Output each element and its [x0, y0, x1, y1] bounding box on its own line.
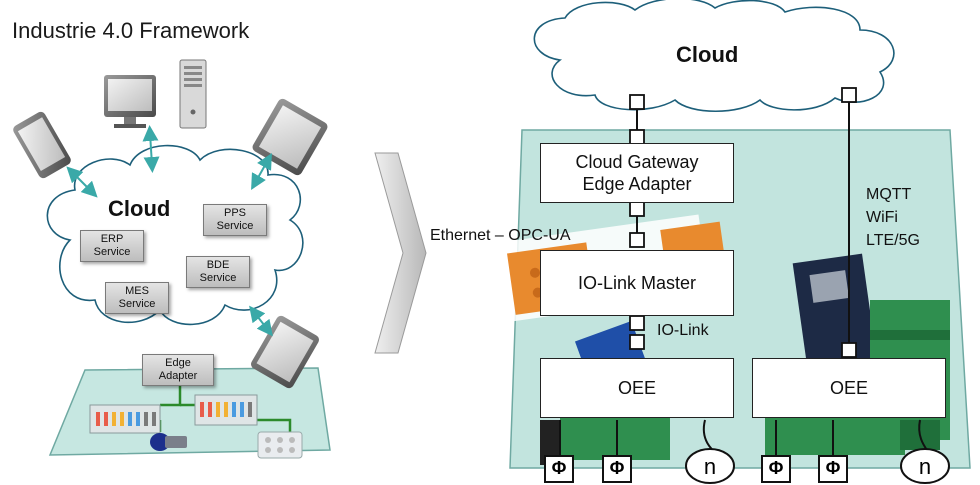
sensor-symbol-glyph: Φ: [551, 458, 567, 478]
right-cloud-label: Cloud: [676, 42, 739, 67]
counter-symbol-glyph: n: [918, 454, 932, 479]
service-name: PPS: [223, 207, 246, 219]
mqtt-label: MQTT: [866, 186, 912, 203]
service-suffix: Service: [118, 298, 156, 310]
edge-adapter-box: Edge Adapter: [142, 354, 214, 386]
server-tower-icon: [179, 59, 207, 129]
connection-arrows: [66, 125, 273, 337]
gateway-line2: Edge Adapter: [582, 174, 692, 194]
left-cloud-label: Cloud: [108, 196, 171, 221]
transition-chevron-icon: [374, 152, 427, 354]
iolink-master-label: IO-Link Master: [577, 272, 697, 293]
service-box-bde: BDE Service: [186, 256, 250, 288]
connector-module-icon: [257, 431, 303, 459]
ethernet-label: Ethernet – OPC-UA: [430, 227, 571, 244]
service-suffix: Service: [199, 272, 237, 284]
counter-symbol-icon: [900, 448, 950, 484]
sensor-symbol-glyph: Φ: [609, 458, 625, 478]
service-suffix: Service: [216, 220, 254, 232]
cloud-gateway-box: Cloud Gateway Edge Adapter: [540, 143, 734, 203]
sensor-symbol-icon: [818, 455, 848, 483]
lte-5g-label: LTE/5G: [866, 232, 920, 249]
sensor-symbol-icon: [544, 455, 574, 483]
io-module-rack: [194, 394, 258, 426]
service-box-mes: MES Service: [105, 282, 169, 314]
service-suffix: Service: [93, 246, 131, 258]
service-box-erp: ERP Service: [80, 230, 144, 262]
gateway-line1: Cloud Gateway: [575, 152, 699, 172]
service-name: MES: [125, 285, 149, 297]
iolink-master-box: IO-Link Master: [540, 250, 734, 316]
sensor-symbol-glyph: Φ: [825, 458, 841, 478]
sensor-symbol-glyph: Φ: [768, 458, 784, 478]
tablet-device-icon: [13, 111, 71, 179]
counter-symbol-glyph: n: [703, 454, 717, 479]
sensor-symbol-icon: [602, 455, 632, 483]
desktop-monitor-icon: [104, 75, 156, 128]
page-title: Industrie 4.0 Framework: [12, 18, 250, 43]
connector-squares: [629, 87, 857, 358]
service-box-pps: PPS Service: [203, 204, 267, 236]
edge-adapter-line1: Edge: [165, 357, 191, 369]
oee-left-label: OEE: [617, 377, 656, 398]
service-name: BDE: [206, 259, 230, 271]
sensor-device-icon: [150, 433, 187, 451]
oee-box-left: OEE: [540, 358, 734, 418]
right-cloud-shape: [533, 0, 895, 113]
io-module-rack: [89, 404, 161, 434]
service-name: ERP: [100, 233, 124, 245]
iolink-label: IO-Link: [657, 322, 709, 339]
counter-symbol-icon: [685, 448, 735, 484]
oee-right-label: OEE: [829, 377, 868, 398]
sensor-symbol-icon: [761, 455, 791, 483]
oee-box-right: OEE: [752, 358, 946, 418]
wifi-label: WiFi: [866, 209, 898, 226]
edge-adapter-line2: Adapter: [158, 370, 198, 382]
